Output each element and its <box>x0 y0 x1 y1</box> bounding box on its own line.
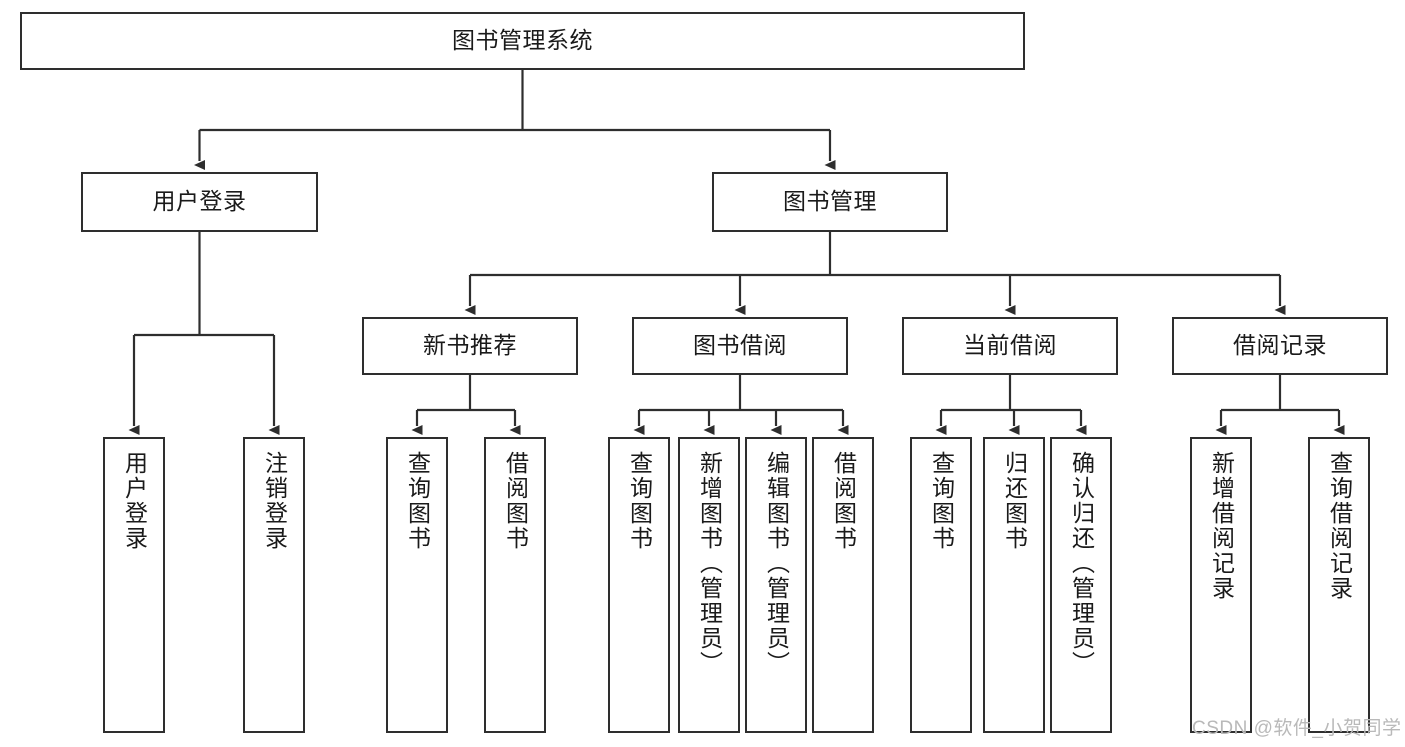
node-label-leaf-query-book-3: 查询图书 <box>928 451 955 551</box>
node-label-borrow-record: 借阅记录 <box>1233 332 1327 359</box>
node-leaf-add-book[interactable]: 新增图书（管理员） <box>678 437 740 733</box>
node-label-leaf-add-book: 新增图书（管理员） <box>696 451 723 676</box>
node-leaf-confirm-return[interactable]: 确认归还（管理员） <box>1050 437 1112 733</box>
node-leaf-borrow-book-1[interactable]: 借阅图书 <box>484 437 546 733</box>
node-leaf-query-record[interactable]: 查询借阅记录 <box>1308 437 1370 733</box>
node-label-leaf-query-record: 查询借阅记录 <box>1326 451 1353 601</box>
node-book-manage[interactable]: 图书管理 <box>712 172 948 232</box>
node-label-book-manage: 图书管理 <box>783 188 877 215</box>
node-label-leaf-return-book: 归还图书 <box>1001 451 1028 551</box>
node-label-leaf-borrow-book-2: 借阅图书 <box>830 451 857 551</box>
node-label-leaf-user-logout: 注销登录 <box>261 451 288 551</box>
node-new-book-rec[interactable]: 新书推荐 <box>362 317 578 375</box>
node-leaf-edit-book[interactable]: 编辑图书（管理员） <box>745 437 807 733</box>
node-borrow-record[interactable]: 借阅记录 <box>1172 317 1388 375</box>
node-leaf-query-book-3[interactable]: 查询图书 <box>910 437 972 733</box>
node-leaf-user-logout[interactable]: 注销登录 <box>243 437 305 733</box>
node-label-book-borrow: 图书借阅 <box>693 332 787 359</box>
node-label-new-book-rec: 新书推荐 <box>423 332 517 359</box>
node-leaf-borrow-book-2[interactable]: 借阅图书 <box>812 437 874 733</box>
node-book-borrow[interactable]: 图书借阅 <box>632 317 848 375</box>
node-leaf-add-record[interactable]: 新增借阅记录 <box>1190 437 1252 733</box>
node-leaf-user-login[interactable]: 用户登录 <box>103 437 165 733</box>
node-user-login[interactable]: 用户登录 <box>81 172 318 232</box>
node-label-leaf-query-book-1: 查询图书 <box>404 451 431 551</box>
node-root[interactable]: 图书管理系统 <box>20 12 1025 70</box>
node-label-leaf-add-record: 新增借阅记录 <box>1208 451 1235 601</box>
node-label-leaf-edit-book: 编辑图书（管理员） <box>763 451 790 676</box>
node-leaf-query-book-2[interactable]: 查询图书 <box>608 437 670 733</box>
node-leaf-query-book-1[interactable]: 查询图书 <box>386 437 448 733</box>
node-label-current-borrow: 当前借阅 <box>963 332 1057 359</box>
node-label-leaf-confirm-return: 确认归还（管理员） <box>1068 451 1095 676</box>
node-label-root: 图书管理系统 <box>452 27 593 54</box>
node-current-borrow[interactable]: 当前借阅 <box>902 317 1118 375</box>
node-label-leaf-borrow-book-1: 借阅图书 <box>502 451 529 551</box>
node-leaf-return-book[interactable]: 归还图书 <box>983 437 1045 733</box>
node-label-leaf-user-login: 用户登录 <box>121 451 148 551</box>
node-label-leaf-query-book-2: 查询图书 <box>626 451 653 551</box>
node-label-user-login: 用户登录 <box>152 188 247 215</box>
